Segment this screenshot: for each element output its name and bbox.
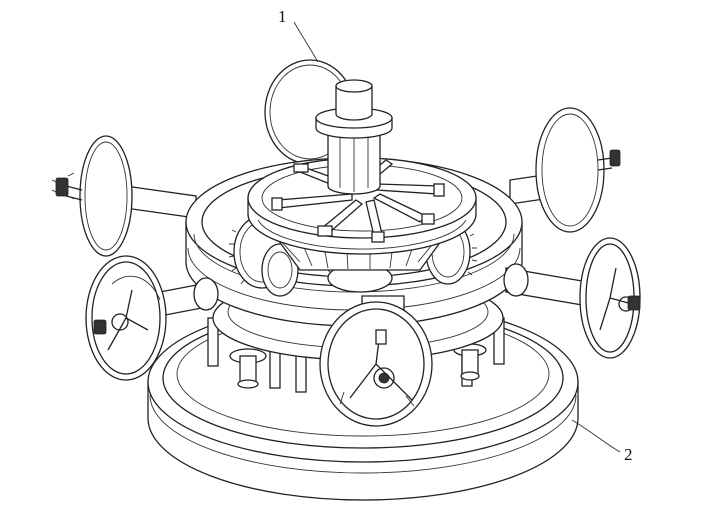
- callout-1: 1: [278, 7, 287, 26]
- left-front-arm: [85, 255, 219, 381]
- callout-leaders: [293, 21, 621, 453]
- front-wheel: [319, 295, 433, 427]
- support-posts: [207, 317, 505, 393]
- right-back-arm: [509, 107, 621, 233]
- central-column: [315, 79, 393, 195]
- right-front-arm: [503, 237, 641, 359]
- callout-2: 2: [624, 445, 633, 464]
- left-back-arm: [51, 135, 197, 257]
